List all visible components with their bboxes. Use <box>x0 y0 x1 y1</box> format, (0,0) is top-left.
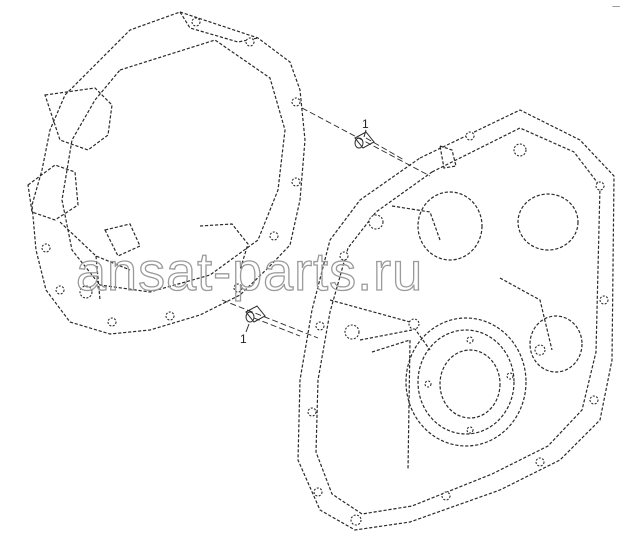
dowel-pin-lower <box>245 305 266 323</box>
leader-lines <box>221 107 431 339</box>
corner-mark: ᅳ <box>612 2 620 12</box>
flywheel-housing <box>27 11 306 335</box>
dowel-pin-upper <box>354 131 375 149</box>
callout-label: 1 <box>240 332 247 346</box>
gear-cover <box>297 109 615 531</box>
callout-label: 1 <box>362 117 369 131</box>
watermark-text: ansat-parts.ru <box>76 242 423 302</box>
